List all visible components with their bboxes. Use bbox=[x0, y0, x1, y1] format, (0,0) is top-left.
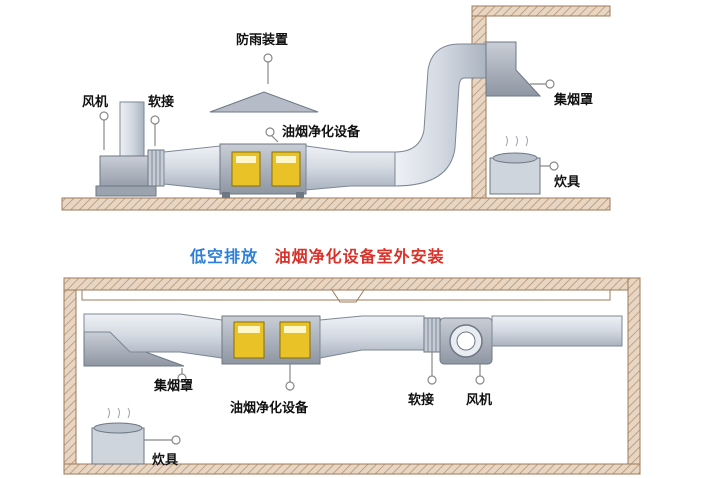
label-hood-bottom: 集烟罩 bbox=[153, 368, 193, 394]
label-purifier-bottom: 油烟净化设备 bbox=[230, 364, 309, 416]
top-rain-guard bbox=[209, 91, 319, 113]
svg-text:软接: 软接 bbox=[148, 94, 174, 110]
svg-text:炊具: 炊具 bbox=[152, 452, 178, 468]
top-fan bbox=[95, 101, 157, 197]
label-soft-joint-top: 软接 bbox=[148, 94, 174, 146]
svg-text:风机: 风机 bbox=[466, 392, 492, 408]
top-riser-duct bbox=[394, 43, 489, 187]
diagram-caption: 低空排放 油烟净化设备室外安装 bbox=[189, 247, 445, 266]
bottom-fan bbox=[439, 317, 493, 365]
label-hood-top: 集烟罩 bbox=[530, 79, 593, 108]
label-rain-guard: 防雨装置 bbox=[236, 32, 288, 84]
bottom-soft-joint bbox=[423, 317, 441, 353]
svg-text:集烟罩: 集烟罩 bbox=[153, 378, 193, 394]
top-scene: 防雨装置 风机 软接 油烟净化设备 集烟罩 炊具 bbox=[61, 5, 611, 211]
svg-text:软接: 软接 bbox=[408, 392, 434, 408]
top-purifier bbox=[219, 143, 307, 198]
bottom-ceiling bbox=[63, 277, 641, 291]
bottom-duct-mid bbox=[319, 315, 425, 359]
top-duct-left bbox=[163, 145, 221, 191]
top-building-roof bbox=[471, 5, 611, 17]
svg-text:油烟净化设备: 油烟净化设备 bbox=[282, 124, 361, 140]
svg-text:炊具: 炊具 bbox=[554, 174, 580, 190]
bottom-floor bbox=[63, 463, 641, 475]
top-stove bbox=[489, 135, 541, 195]
top-building-wall bbox=[471, 5, 487, 199]
svg-text:风机: 风机 bbox=[82, 94, 108, 110]
label-stove-top: 炊具 bbox=[540, 161, 580, 190]
bottom-stove bbox=[91, 407, 145, 465]
bottom-right-wall bbox=[627, 277, 641, 469]
svg-text:油烟净化设备: 油烟净化设备 bbox=[230, 400, 309, 416]
label-fan-top: 风机 bbox=[82, 94, 109, 150]
label-fan-bottom: 风机 bbox=[466, 364, 492, 408]
top-hood bbox=[485, 41, 542, 97]
bottom-purifier bbox=[221, 315, 321, 365]
svg-text:防雨装置: 防雨装置 bbox=[236, 32, 288, 48]
bottom-duct-left bbox=[83, 313, 223, 359]
top-duct-right bbox=[305, 145, 396, 191]
top-ground bbox=[61, 197, 611, 211]
bottom-scene: 集烟罩 油烟净化设备 软接 风机 炊具 bbox=[63, 277, 641, 475]
svg-text:集烟罩: 集烟罩 bbox=[553, 92, 593, 108]
label-stove-bottom: 炊具 bbox=[144, 435, 181, 468]
bottom-beam bbox=[81, 289, 611, 303]
label-purifier-top: 油烟净化设备 bbox=[265, 124, 361, 143]
label-soft-joint-bottom: 软接 bbox=[408, 352, 437, 408]
bottom-left-wall bbox=[63, 277, 77, 469]
bottom-exhaust-duct bbox=[491, 315, 623, 347]
